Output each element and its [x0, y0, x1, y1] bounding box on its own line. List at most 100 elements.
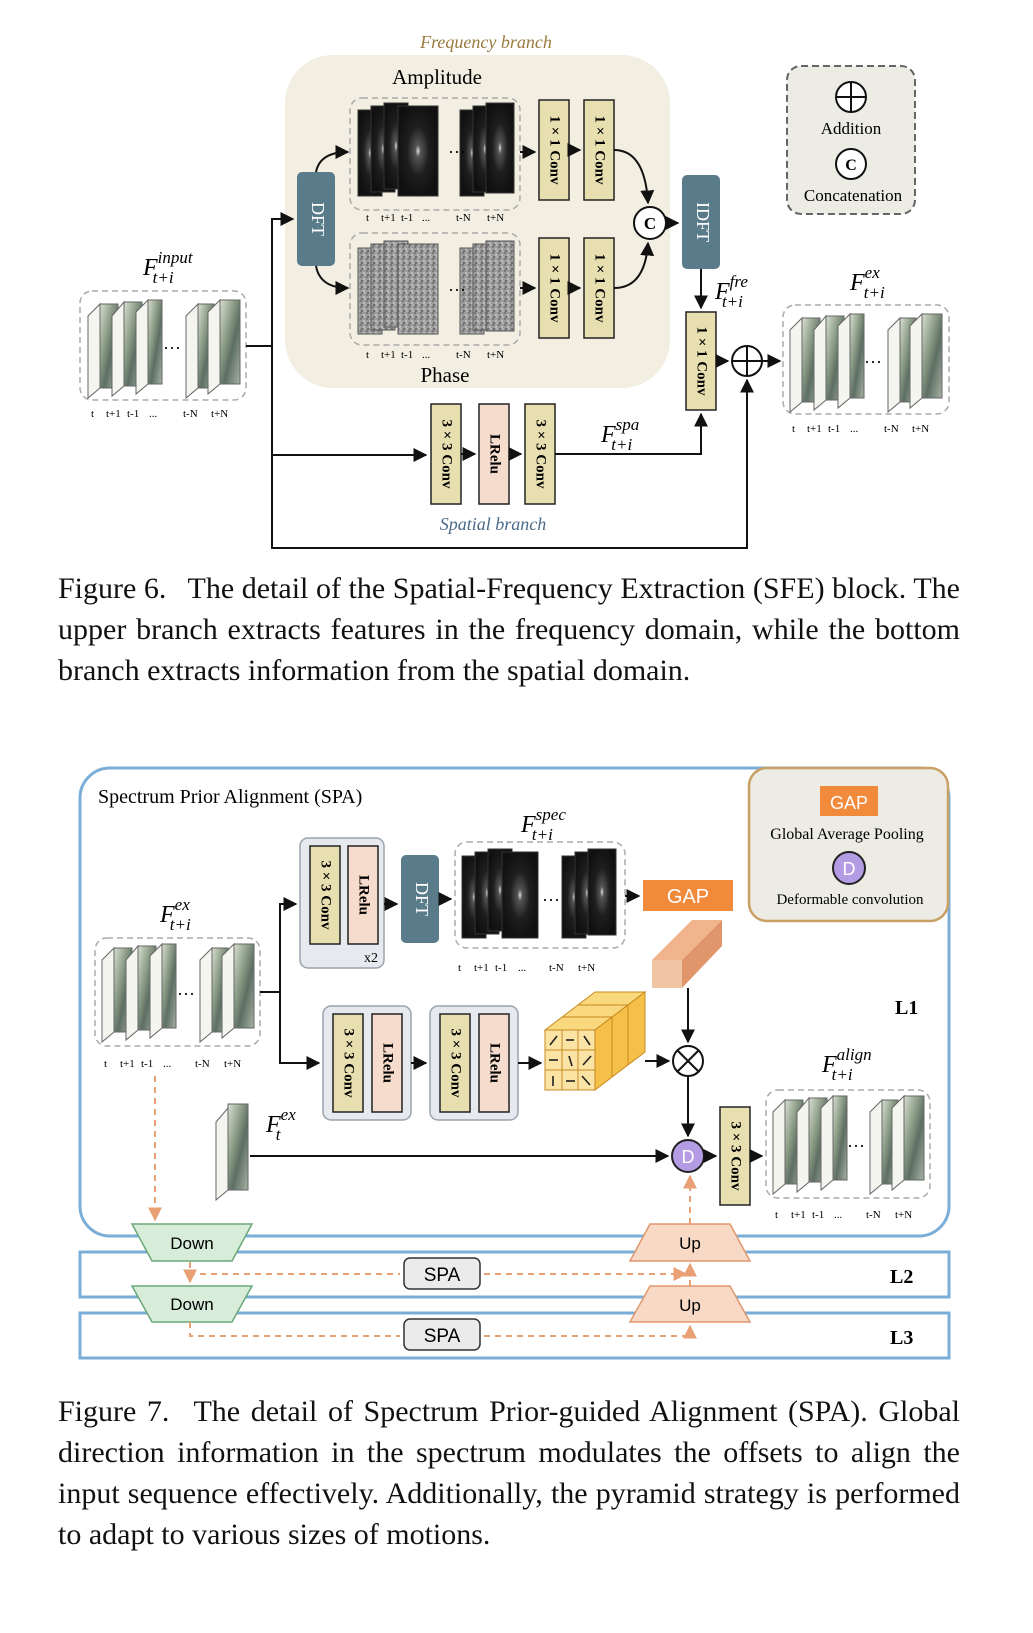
align-stack-frame — [765, 1089, 931, 1199]
mid-conv1-label: 3 × 3 Conv — [341, 1029, 357, 1098]
amp-conv2-label: 1 × 1 Conv — [592, 116, 608, 185]
spa-l3-band — [78, 1311, 951, 1360]
svg-text:...: ... — [149, 408, 158, 420]
svg-text:t: t — [775, 1209, 778, 1221]
svg-text:t+N: t+N — [487, 212, 504, 224]
fig7-legend-box — [747, 766, 950, 923]
gap-vector-prism — [652, 920, 722, 988]
svg-text:t-1: t-1 — [141, 1058, 153, 1070]
dft-label: DFT — [308, 202, 328, 236]
output-ellipsis: ··· — [864, 352, 882, 372]
output-seq-labels: t t+1 t-1 ... t-N t+N — [792, 423, 929, 435]
spatial-conv2-label: 3 × 3 Conv — [533, 420, 549, 489]
mid-conv2-block — [439, 1013, 471, 1113]
svg-text:...: ... — [422, 212, 431, 224]
spec-seq-labels: t t+1 t-1 ... t-N t+N — [458, 962, 595, 974]
amplitude-ellipsis: ··· — [448, 142, 466, 162]
mid-lrelu2-label: LRelu — [487, 1043, 503, 1083]
svg-text:t-1: t-1 — [495, 962, 507, 974]
deform-legend-icon — [832, 851, 866, 885]
level-l3-label: L3 — [890, 1327, 913, 1349]
svg-text:t-N: t-N — [456, 212, 471, 224]
input-seq-labels: t t+1 t-1 ... t-N t+N — [91, 408, 228, 420]
addition-legend-label: Addition — [821, 119, 882, 138]
addition-circle — [731, 345, 763, 377]
fig7-dft-block — [401, 855, 439, 943]
deform-legend-label: Deformable convolution — [776, 892, 924, 908]
idft-block — [682, 175, 720, 269]
svg-text:t+1: t+1 — [106, 408, 121, 420]
phase-ellipsis: ··· — [448, 280, 466, 300]
gap-legend-symbol: GAP — [830, 793, 868, 813]
x2-label: x2 — [364, 951, 378, 966]
svg-text:t: t — [366, 349, 369, 361]
gap-block — [643, 880, 733, 911]
spatial-branch-label: Spatial branch — [440, 514, 547, 534]
up-label-1: Up — [679, 1234, 701, 1253]
phase-seq-labels: t t+1 t-1 ... t-N t+N — [366, 349, 504, 361]
mid-lrelu1-block — [371, 1013, 403, 1113]
down-label-2: Down — [170, 1295, 213, 1314]
svg-text:t: t — [366, 212, 369, 224]
phase-spectrum-frames — [357, 240, 515, 335]
align-ellipsis: ··· — [847, 1136, 865, 1156]
mid-conv2-label: 3 × 3 Conv — [448, 1029, 464, 1098]
down-block-2 — [130, 1285, 254, 1323]
input-image-frames — [87, 298, 241, 400]
svg-text:t+1: t+1 — [381, 212, 396, 224]
concat-legend-icon — [835, 148, 867, 180]
svg-text:t+N: t+N — [895, 1209, 912, 1221]
spa-box-l3 — [403, 1318, 481, 1351]
spa-label-l2: SPA — [424, 1265, 461, 1286]
svg-text:t-1: t-1 — [828, 423, 840, 435]
top-conv-label: 3 × 3 Conv — [318, 861, 334, 930]
legend-box — [786, 65, 916, 215]
svg-text:t-1: t-1 — [812, 1209, 824, 1221]
svg-text:t: t — [792, 423, 795, 435]
figure-7-connectors — [250, 889, 764, 1163]
svg-text:t+1: t+1 — [807, 423, 822, 435]
level-l1-label: L1 — [895, 997, 918, 1019]
down-block-1 — [130, 1223, 254, 1262]
phase-conv2-label: 1 × 1 Conv — [592, 254, 608, 323]
svg-text:t-N: t-N — [866, 1209, 881, 1221]
amplitude-label: Amplitude — [392, 65, 482, 89]
svg-text:t-1: t-1 — [401, 212, 413, 224]
figure-7-caption: Figure 7. The detail of Spectrum Prior-g… — [58, 1391, 960, 1555]
multiply-circle — [672, 1045, 704, 1077]
svg-text:t+1: t+1 — [474, 962, 489, 974]
gap-legend-label: Global Average Pooling — [770, 826, 923, 843]
concat-legend-symbol: C — [845, 157, 857, 174]
fig7-input-ellipsis: ··· — [177, 984, 195, 1004]
amplitude-stack-frame — [349, 97, 521, 211]
addition-legend-icon — [835, 81, 867, 113]
svg-text:...: ... — [834, 1209, 843, 1221]
figure-7-caption-number: Figure 7. — [58, 1395, 170, 1428]
dft-block — [297, 172, 335, 266]
phase-label: Phase — [421, 363, 470, 387]
figure-6-caption-text: The detail of the Spatial-Frequency Extr… — [58, 572, 960, 687]
mid-conv1-block — [332, 1013, 364, 1113]
f-t-frame — [215, 1103, 249, 1202]
svg-text:t: t — [458, 962, 461, 974]
level-l2-label: L2 — [890, 1266, 913, 1288]
spa-box-l2 — [403, 1257, 481, 1290]
spatial-conv2-block — [524, 403, 556, 505]
fusion-conv-block — [685, 311, 717, 411]
figure-canvas: Frequency branch Amplitude Phase ··· t t… — [78, 32, 951, 1360]
down-label-1: Down — [170, 1234, 213, 1253]
figure-7-dashed-connectors — [148, 1076, 697, 1339]
spatial-conv1-label: 3 × 3 Conv — [439, 420, 455, 489]
align-seq-labels: t t+1 t-1 ... t-N t+N — [775, 1209, 912, 1221]
amplitude-spectrum-frames — [357, 102, 515, 197]
align-image-frames — [772, 1094, 925, 1196]
figure-6-connectors — [246, 143, 782, 549]
phase-conv2-block — [583, 237, 615, 339]
svg-text:t+N: t+N — [211, 408, 228, 420]
spa-l2-band — [78, 1250, 951, 1299]
svg-text:t+N: t+N — [912, 423, 929, 435]
